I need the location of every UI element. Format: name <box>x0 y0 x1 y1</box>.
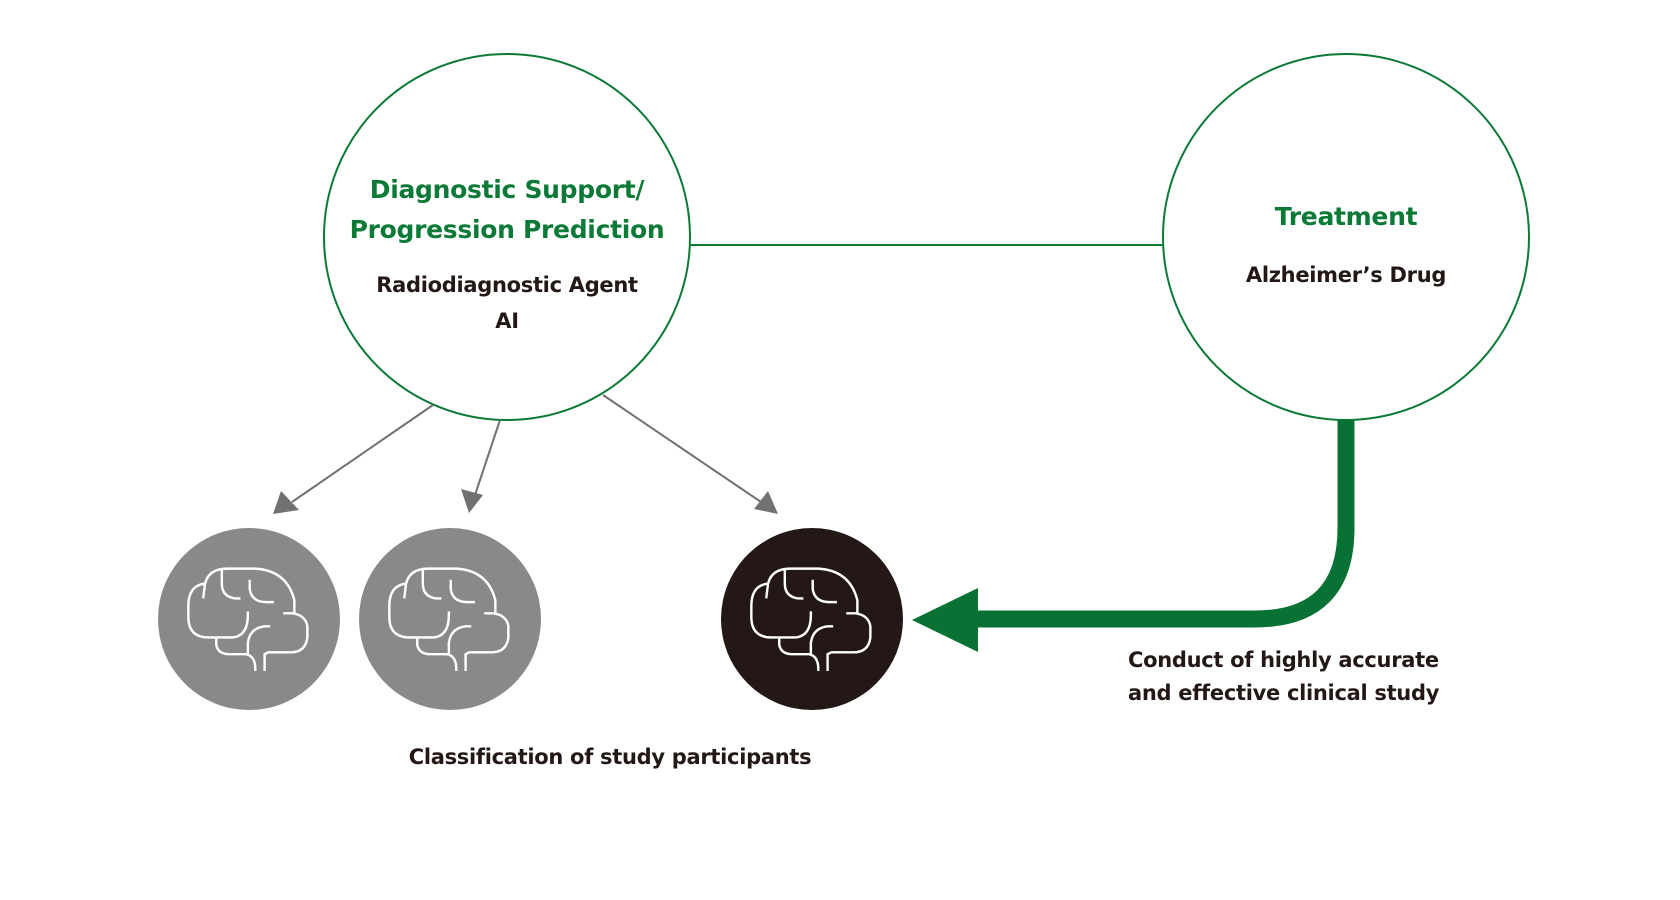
classification-label: Classification of study participants <box>408 745 812 769</box>
treatment-arrow <box>912 420 1355 652</box>
participant-gray-2 <box>359 528 541 710</box>
treatment-node-subtitle: Alzheimer’s Drug <box>1245 263 1447 287</box>
treatment-node-title: Treatment <box>1274 202 1418 231</box>
classification-arrow-3 <box>602 394 778 514</box>
diagnostic-node-circle <box>323 53 691 421</box>
diagnostic-title-line-1: Diagnostic Support/ <box>369 175 645 204</box>
diagnostic-subtitle-line-1: Radiodiagnostic Agent <box>376 273 638 297</box>
diagnostic-title-line-2: Progression Prediction <box>349 215 665 244</box>
clinical-study-label: Conduct of highly accurate and effective… <box>1128 644 1468 710</box>
classification-arrow-2 <box>461 419 501 513</box>
participant-gray-1 <box>158 528 340 710</box>
clinical-label-line-2: and effective clinical study <box>1128 681 1440 705</box>
diagnostic-node-title: Diagnostic Support/ Progression Predicti… <box>317 170 697 250</box>
diagnostic-node-subtitle: Radiodiagnostic Agent AI <box>317 267 697 339</box>
classification-arrow-1 <box>273 404 434 514</box>
participant-selected-black <box>721 528 903 710</box>
treatment-node-circle <box>1162 53 1530 421</box>
clinical-label-line-1: Conduct of highly accurate <box>1128 648 1439 672</box>
diagnostic-subtitle-line-2: AI <box>495 309 519 333</box>
